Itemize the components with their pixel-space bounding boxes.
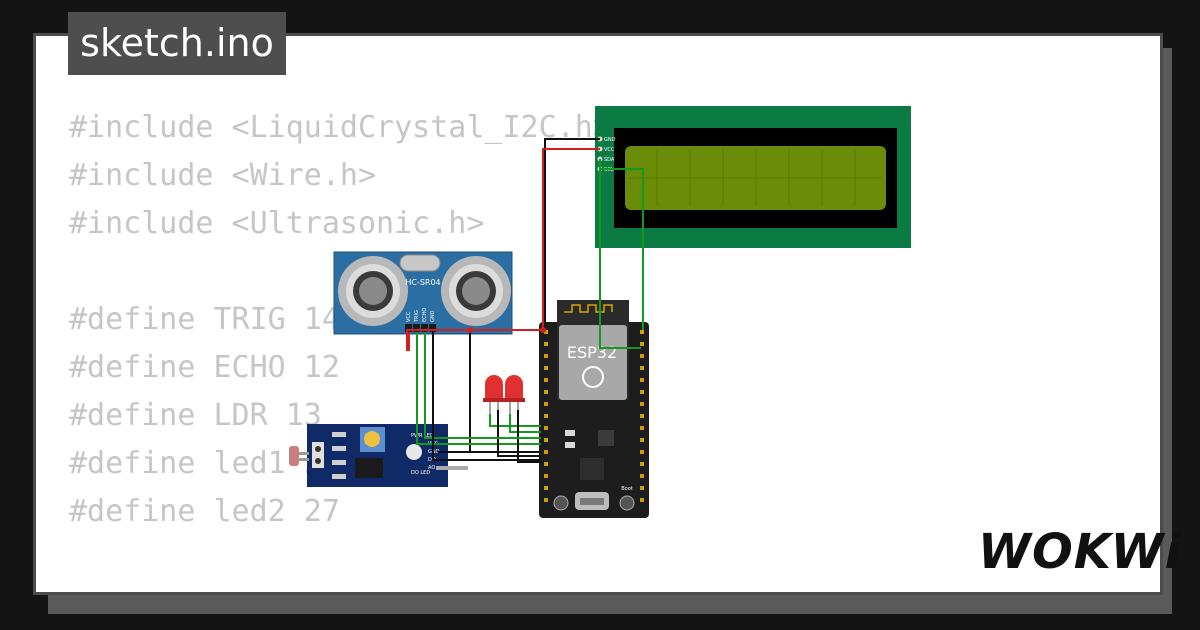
code-line: #define LDR 13 — [69, 398, 322, 433]
ldr-led-label: PWR LED — [411, 433, 434, 439]
wires — [406, 138, 644, 463]
esp32-label: ESP32 — [567, 343, 617, 362]
code-preview: #include <LiquidCrystal_I2C.h>#include <… — [69, 104, 701, 592]
code-line: #define led2 27 — [69, 494, 340, 529]
wokwi-logo: WOKWi — [978, 524, 1183, 580]
hcsr04-pin-label: TRIG — [414, 310, 420, 323]
led-1[interactable] — [483, 375, 505, 414]
ldr-pin-label: DO — [428, 457, 436, 463]
code-line: #define ECHO 12 — [69, 350, 340, 385]
lcd-pin-label: GND — [604, 137, 616, 143]
hcsr04-pin-label: ECHO — [422, 308, 428, 322]
hcsr04-pin-label: VCC — [406, 311, 412, 322]
file-tab[interactable]: sketch.ino — [68, 12, 286, 75]
hcsr04-sensor[interactable]: HC-SR04 VCC TRIG ECHO GND — [333, 251, 513, 335]
led-2[interactable] — [503, 375, 525, 414]
code-line: #include <Ultrasonic.h> — [69, 206, 485, 241]
hcsr04-pin-label: GND — [430, 310, 436, 322]
ldr-led-label: DO LED — [411, 470, 430, 476]
hcsr04-label: HC-SR04 — [405, 278, 440, 287]
lcd-display[interactable]: GND VCC SDA SCL — [595, 106, 911, 248]
esp32-board[interactable]: ESP32 Boot — [539, 300, 649, 518]
lcd-pin-label: VCC — [604, 147, 615, 153]
ldr-module[interactable]: PWR LED DO LED VCC GND DO AO — [289, 424, 468, 487]
code-line: #include <Wire.h> — [69, 158, 377, 193]
code-line: LiquidCrystal_I2C lcd(0x27, 16, 2); — [69, 584, 701, 592]
boot-label: Boot — [621, 486, 633, 492]
lcd-pin-label: SDA — [604, 157, 615, 163]
ldr-pin-label: AO — [428, 465, 435, 471]
